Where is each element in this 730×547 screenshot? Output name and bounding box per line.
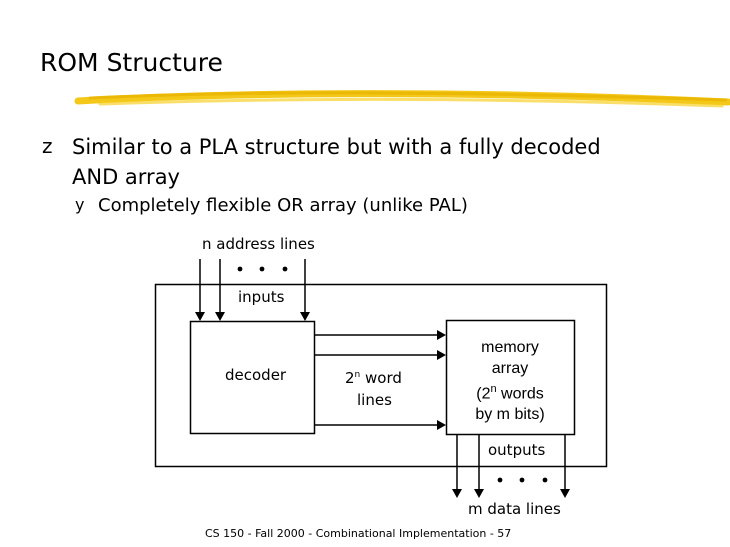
memory-array-box xyxy=(445,319,576,436)
bullet2-marker: y xyxy=(75,195,85,214)
address-lines xyxy=(195,259,310,321)
decoder-label: decoder xyxy=(225,366,287,384)
bullet1-text: Similar to a PLA structure but with a fu… xyxy=(72,132,692,192)
output-lines xyxy=(452,435,570,498)
data-lines-label: m data lines xyxy=(468,500,561,518)
word-lines-label-2: lines xyxy=(357,391,392,409)
bullet1-marker: z xyxy=(42,134,53,158)
address-dots xyxy=(237,266,288,272)
inputs-label: inputs xyxy=(238,288,285,306)
decoder-box xyxy=(189,320,316,435)
bullet1-line1: Similar to a PLA structure but with a fu… xyxy=(72,135,601,159)
rom-boundary xyxy=(154,283,608,468)
bullet1-line2: AND array xyxy=(72,165,180,189)
title-underline xyxy=(74,90,730,108)
word-lines xyxy=(315,330,446,430)
output-dots xyxy=(497,477,548,483)
address-lines-label: n address lines xyxy=(202,235,315,253)
slide-footer: CS 150 - Fall 2000 - Combinational Imple… xyxy=(205,527,512,540)
slide-title: ROM Structure xyxy=(40,48,223,77)
bullet2-text: Completely flexible OR array (unlike PAL… xyxy=(98,195,468,216)
memory-array-label: memory array (2n words by m bits) xyxy=(475,339,545,424)
word-lines-label: 2n word xyxy=(345,369,402,387)
outputs-label: outputs xyxy=(488,441,546,459)
